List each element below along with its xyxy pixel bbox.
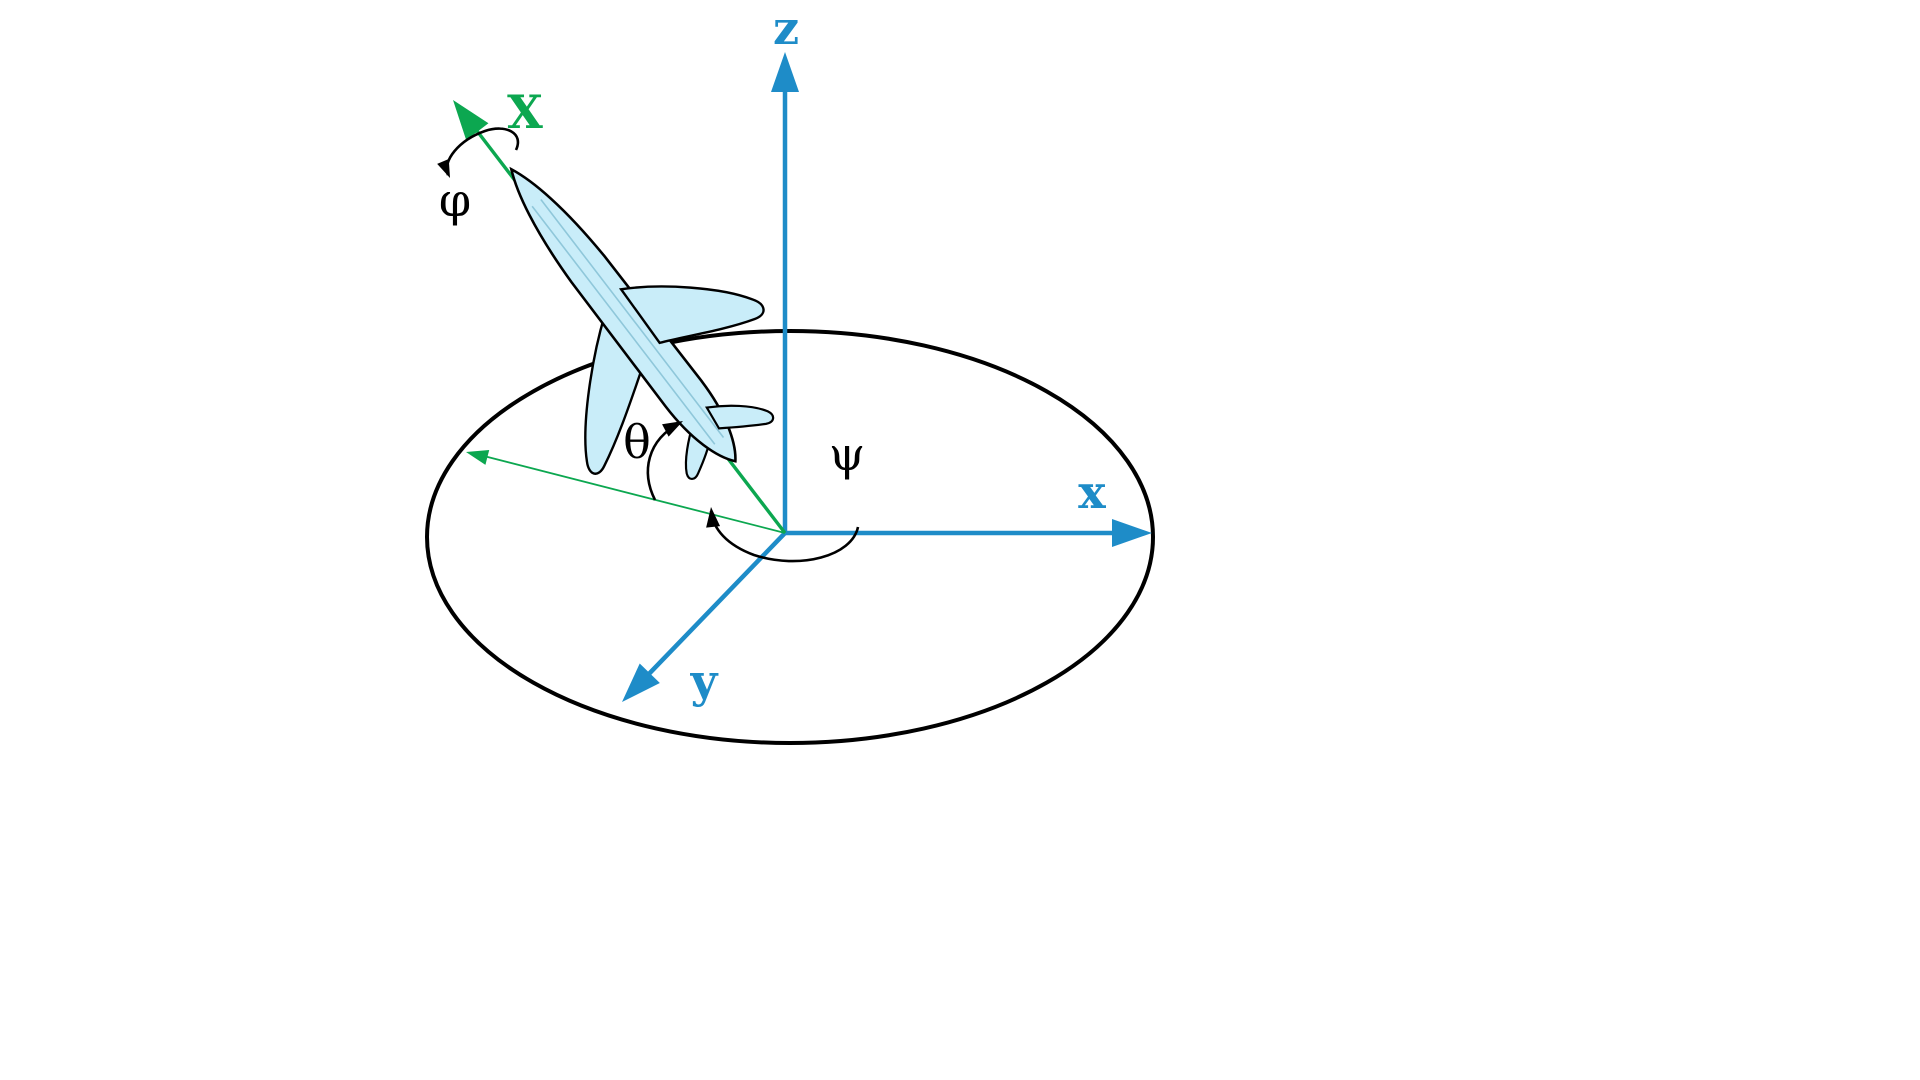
yaw-angle-group: ψ: [704, 427, 865, 563]
aircraft-right-tailplane: [704, 404, 775, 430]
x-axis: x: [785, 465, 1152, 547]
pitch-angle-arc: [646, 421, 681, 501]
z-axis-arrowhead: [771, 52, 799, 92]
yaw-angle-arrowhead: [704, 506, 721, 528]
aircraft-right-wing: [618, 285, 765, 345]
z-axis-label: z: [773, 1, 799, 55]
aircraft-fuselage-detail-line-left: [531, 205, 716, 445]
body-x-axis-label: X: [507, 85, 543, 139]
body-axis-projection: [464, 444, 786, 534]
z-axis: z: [771, 1, 799, 533]
roll-angle-label: φ: [439, 173, 471, 227]
pitch-angle-group: θ: [623, 414, 687, 501]
pitch-angle-label: θ: [623, 415, 651, 469]
aircraft-fuselage-detail-line-right: [540, 199, 725, 439]
aircraft-fuselage: [509, 166, 737, 463]
x-axis-label: x: [1078, 465, 1106, 519]
body-axis-projection-arrowhead: [464, 444, 490, 465]
y-axis: y: [611, 531, 787, 712]
roll-angle-group: φ: [437, 127, 520, 227]
x-axis-arrowhead: [1112, 519, 1152, 547]
y-axis-label: y: [690, 654, 719, 708]
body-axis-projection-line: [475, 453, 786, 534]
aircraft: [509, 166, 775, 481]
yaw-angle-label: ψ: [829, 427, 865, 481]
yaw-angle-arc: [709, 510, 860, 563]
horizontal-plane-ellipse: [425, 329, 1155, 745]
